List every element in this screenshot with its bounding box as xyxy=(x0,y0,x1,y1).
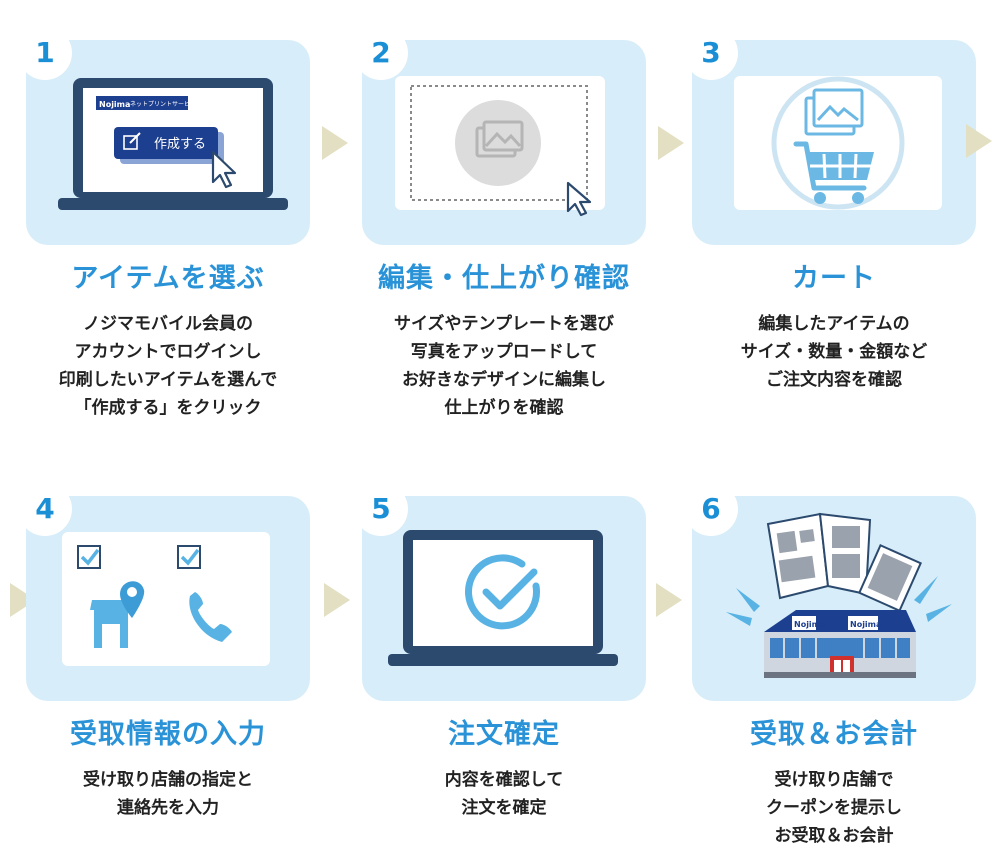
flow-arrow xyxy=(966,124,992,158)
step-1-description: ノジマモバイル会員のアカウントでログインし印刷したいアイテムを選んで「作成する」… xyxy=(58,314,278,418)
store-contact-illustration xyxy=(62,532,270,666)
cursor-icon xyxy=(211,150,237,189)
step-2-title: 編集・仕上がり確認 xyxy=(378,263,630,294)
editor-illustration xyxy=(395,76,605,217)
store-building-icon: Nojima Nojima xyxy=(764,610,916,678)
flow-arrow xyxy=(324,583,350,617)
step-4-number: 4 xyxy=(18,482,72,536)
step-3-description: 編集したアイテムのサイズ・数量・金額などご注文内容を確認 xyxy=(740,314,928,390)
flow-arrow xyxy=(658,126,684,160)
step-4-description: 受け取り店舗の指定と連絡先を入力 xyxy=(83,770,253,818)
photobook-icon xyxy=(766,512,872,600)
burst-lines xyxy=(726,576,952,626)
checkbox-icon xyxy=(177,545,201,569)
store-pickup-illustration: Nojima Nojima xyxy=(726,512,952,678)
cart-illustration xyxy=(734,76,942,210)
step-6-description: 受け取り店舗でクーポンを提示しお受取＆お会計 xyxy=(766,770,902,846)
checkbox-icon xyxy=(77,545,101,569)
step-6-number: 6 xyxy=(684,482,738,536)
step-2-number: 2 xyxy=(354,26,408,80)
step-2-description: サイズやテンプレートを選び写真をアップロードしてお好きなデザインに編集し仕上がり… xyxy=(394,314,614,418)
screen-brand-text: Nojima xyxy=(99,100,130,109)
phone-icon xyxy=(189,592,232,642)
step-1-number: 1 xyxy=(18,26,72,80)
step-3-number: 3 xyxy=(684,26,738,80)
laptop-check-illustration xyxy=(388,530,618,666)
photo-icon xyxy=(804,88,864,136)
screen-service-text: ネットプリントサービス xyxy=(130,100,196,108)
cart-icon xyxy=(793,141,874,204)
photo-print-icon xyxy=(858,543,922,613)
step-3-title: カート xyxy=(792,263,876,294)
step-5-title: 注文確定 xyxy=(448,719,560,750)
flow-arrow xyxy=(656,583,682,617)
flow-arrow xyxy=(322,126,348,160)
store-location-icon xyxy=(90,581,145,648)
store-sign-right: Nojima xyxy=(850,620,881,629)
step-6-title: 受取＆お会計 xyxy=(750,719,918,750)
step-4-title: 受取情報の入力 xyxy=(70,719,266,750)
cursor-icon xyxy=(566,181,592,217)
step-5-description: 内容を確認して注文を確定 xyxy=(444,770,564,818)
image-icon xyxy=(475,120,524,158)
check-circle-icon xyxy=(465,554,540,630)
edit-icon xyxy=(123,132,141,150)
create-button-label: 作成する xyxy=(154,137,206,152)
step-1-title: アイテムを選ぶ xyxy=(71,263,265,294)
store-sign-left: Nojima xyxy=(794,620,825,629)
step-5-number: 5 xyxy=(354,482,408,536)
laptop-illustration: Nojima ネットプリントサービス 作成する xyxy=(58,78,288,210)
